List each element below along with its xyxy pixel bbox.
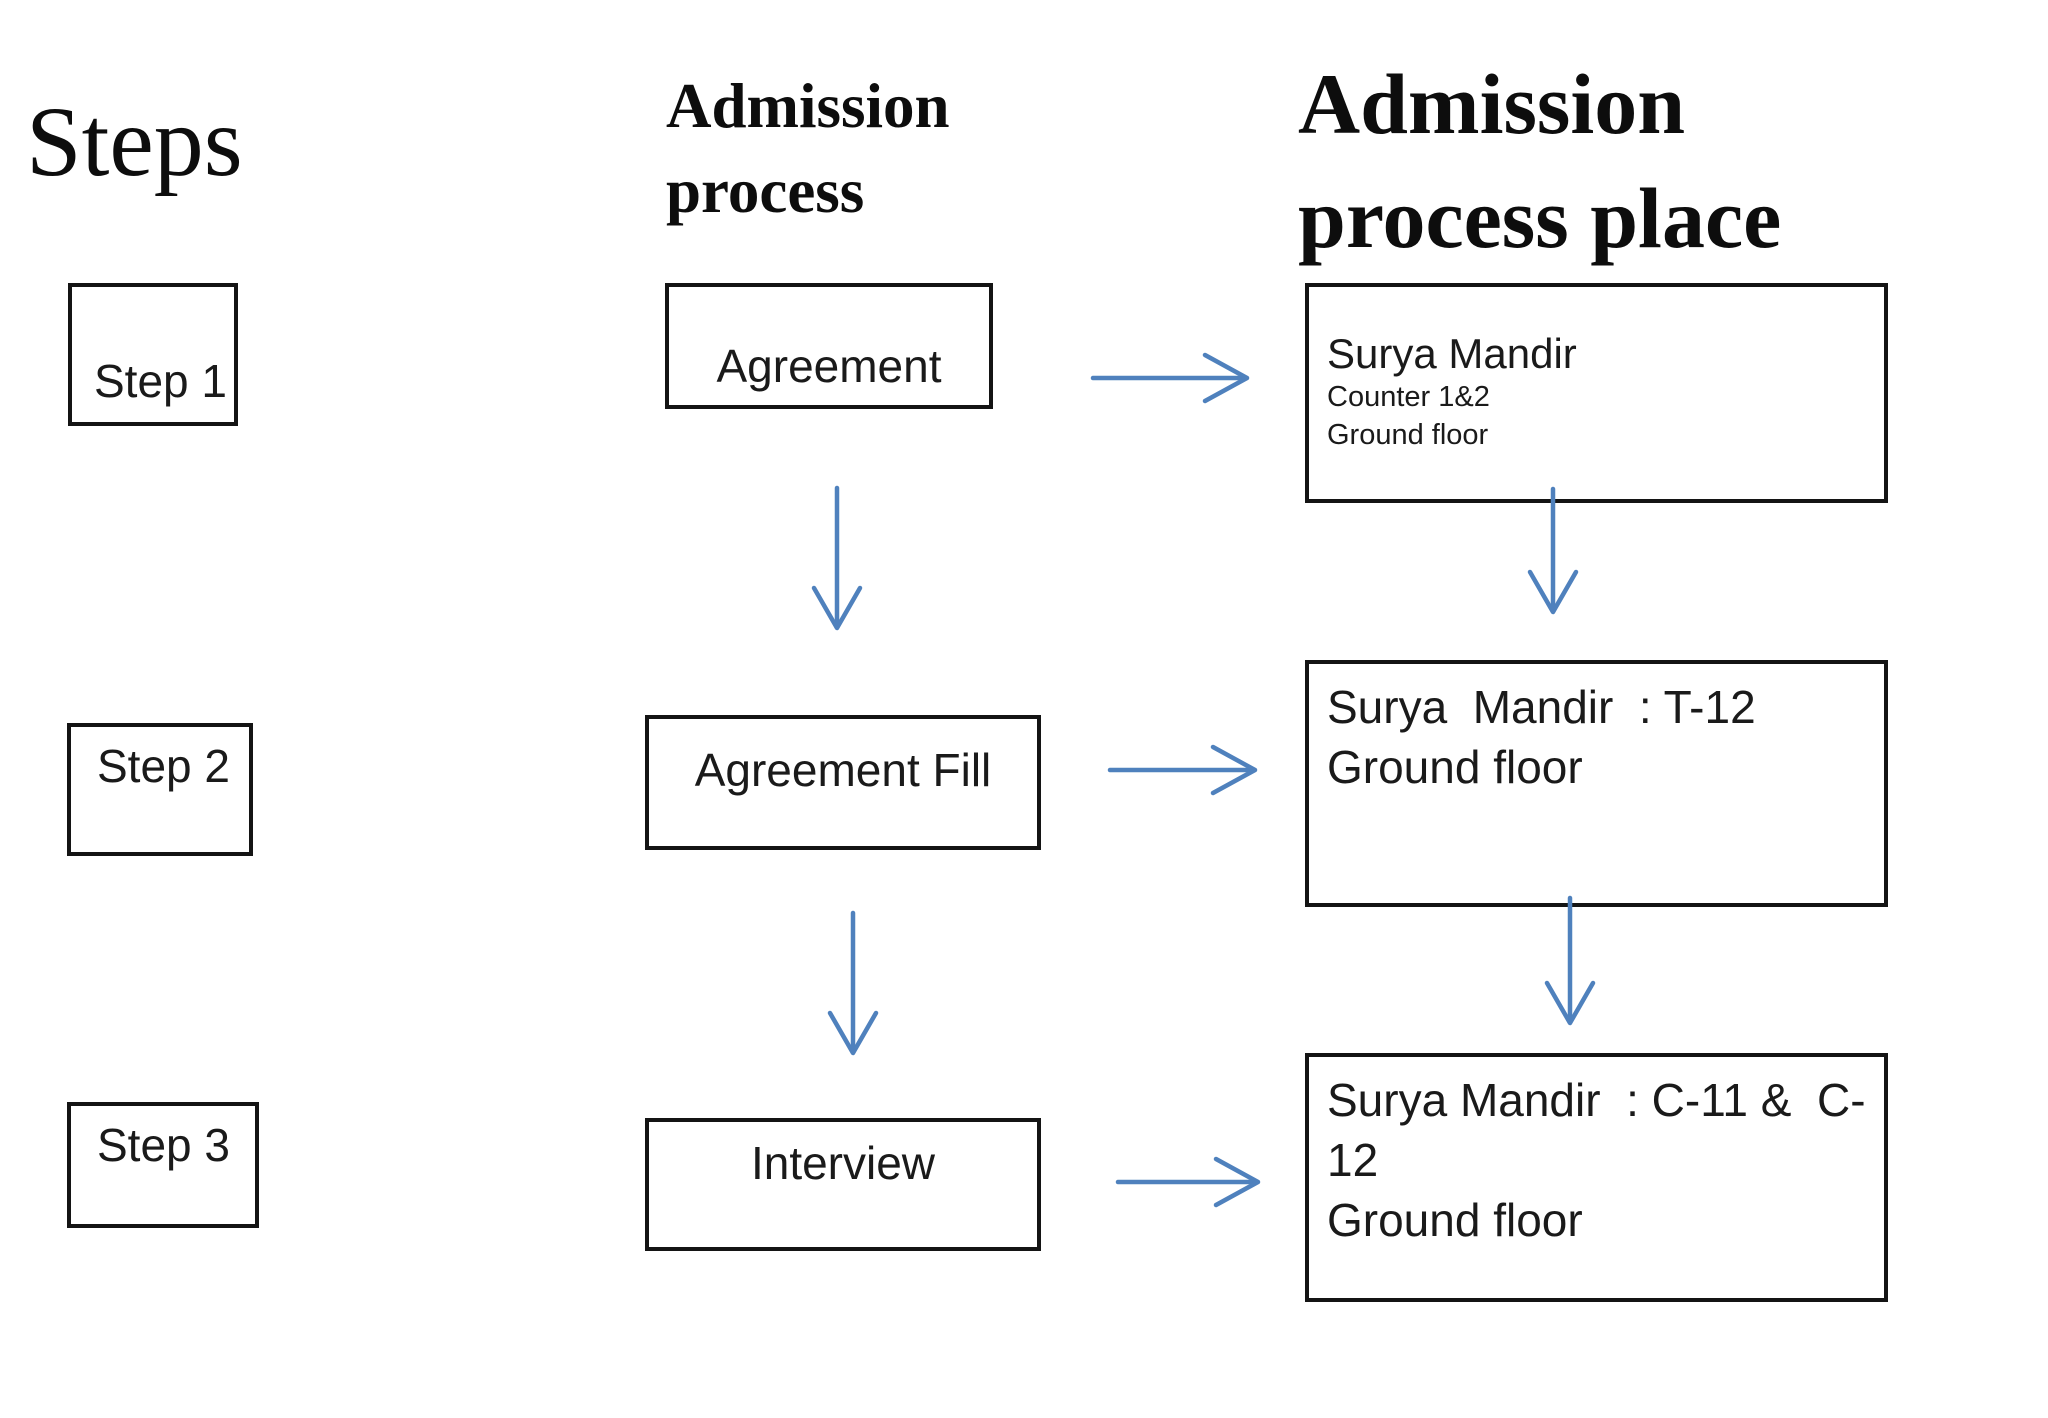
place-3-line-location-wrap: 12: [1327, 1133, 1379, 1186]
place-1-title: Surya Mandir: [1327, 330, 1577, 377]
arrow-agreement-fill-to-interview: [827, 910, 879, 1056]
step-1-box: Step 1: [68, 283, 238, 426]
arrow-agreement-fill-to-place2: [1107, 744, 1258, 796]
step-3-box: Step 3: [67, 1102, 259, 1228]
place-1-line-floor: Ground floor: [1327, 418, 1489, 451]
place-1-box: Surya Mandir Counter 1&2 Ground floor: [1305, 283, 1888, 503]
place-3-line-location: Surya Mandir : C-11 & C-: [1327, 1074, 1866, 1126]
place-2-line-floor: Ground floor: [1327, 740, 1583, 793]
column-title-admission-process-place: Admission process place: [1298, 56, 1782, 266]
place-2-line-location: Surya Mandir : T-12: [1327, 681, 1756, 733]
column-title-admission-process: Admission process: [666, 71, 950, 227]
interview-box: Interview: [645, 1118, 1041, 1251]
step-3-label: Step 3: [97, 1119, 230, 1171]
agreement-box: Agreement: [665, 283, 993, 409]
arrow-interview-to-place3: [1115, 1156, 1261, 1208]
step-2-label: Step 2: [97, 740, 230, 792]
agreement-fill-label: Agreement Fill: [694, 744, 992, 796]
place-1-line-counter: Counter 1&2: [1327, 381, 1490, 414]
place-3-line-floor: Ground floor: [1327, 1193, 1583, 1246]
arrow-agreement-to-agreement-fill: [811, 485, 863, 631]
place-2-box: Surya Mandir : T-12 Ground floor: [1305, 660, 1888, 907]
arrow-place1-to-place2: [1527, 486, 1579, 615]
step-2-box: Step 2: [67, 723, 253, 856]
agreement-fill-box: Agreement Fill: [645, 715, 1041, 850]
arrow-place2-to-place3: [1544, 895, 1596, 1026]
place-3-box: Surya Mandir : C-11 & C- 12 Ground floor: [1305, 1053, 1888, 1302]
interview-label: Interview: [750, 1137, 936, 1189]
step-1-label: Step 1: [94, 355, 227, 407]
agreement-label: Agreement: [716, 340, 942, 392]
arrow-agreement-to-place1: [1090, 352, 1250, 404]
column-title-steps: Steps: [26, 86, 243, 197]
